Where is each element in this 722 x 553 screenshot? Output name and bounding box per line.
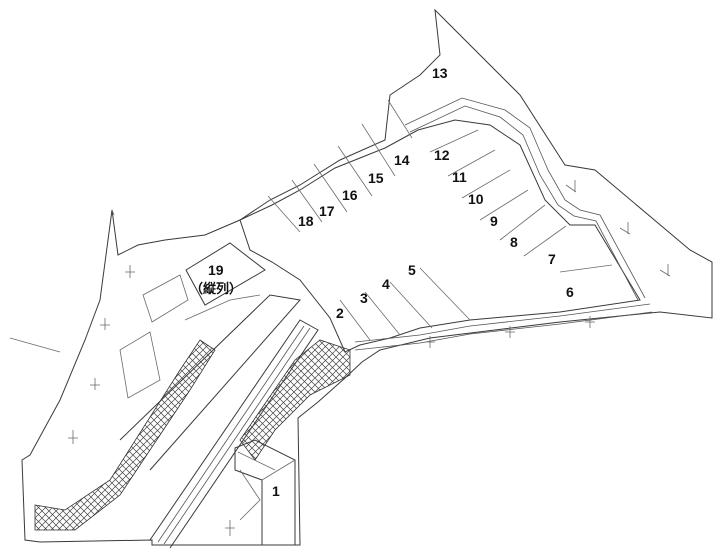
slot-label-7: 7 xyxy=(548,251,556,267)
slot-label-10: 10 xyxy=(468,191,484,207)
slot-1-building xyxy=(234,439,296,546)
slot-label-8: 8 xyxy=(510,234,518,250)
slot-label-19: 19 xyxy=(208,262,224,278)
hatched-areas xyxy=(34,339,351,531)
stall-lines-right xyxy=(429,129,613,273)
slot-label-17: 17 xyxy=(319,203,335,219)
fence-ticks xyxy=(68,180,671,536)
slot-label-13: 13 xyxy=(432,65,448,81)
slot-sublabel-19: （縦列） xyxy=(190,281,242,297)
slot-label-5: 5 xyxy=(408,262,416,278)
slot-label-18: 18 xyxy=(298,213,314,229)
site-boundary xyxy=(9,8,713,546)
slot-label-3: 3 xyxy=(360,290,368,306)
slot-label-2: 2 xyxy=(336,305,344,321)
slot-19-area xyxy=(119,242,266,399)
slot-label-14: 14 xyxy=(394,152,410,168)
slot-label-4: 4 xyxy=(382,276,390,292)
slot-label-12: 12 xyxy=(434,147,450,163)
slot-label-6: 6 xyxy=(566,284,574,300)
main-lot xyxy=(239,97,653,353)
slot-label-9: 9 xyxy=(490,213,498,229)
slot-label-11: 11 xyxy=(452,169,467,185)
slot-labels: 1 2 3 4 5 6 7 8 9 10 11 12 13 14 15 16 1… xyxy=(190,65,574,499)
slot-label-1: 1 xyxy=(272,483,280,499)
stall-lines-top xyxy=(267,99,413,233)
stall-lines-bottom xyxy=(339,267,471,341)
slot-label-15: 15 xyxy=(368,170,384,186)
slot-label-16: 16 xyxy=(342,187,358,203)
